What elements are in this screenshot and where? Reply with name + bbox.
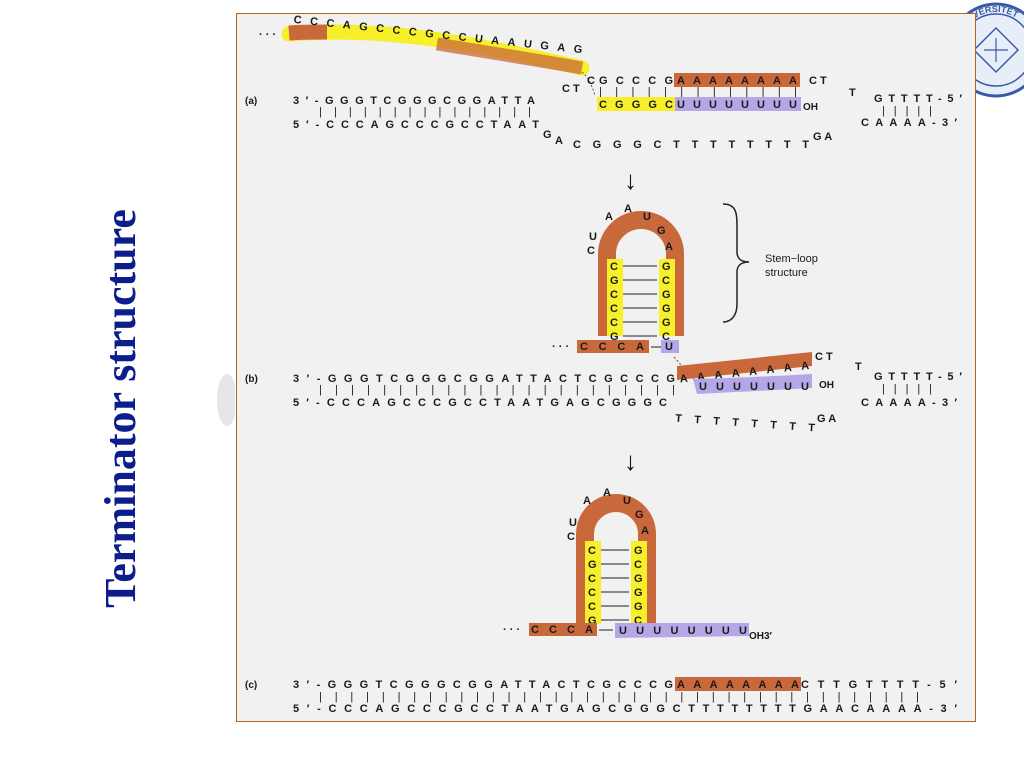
- loop-c-3: A: [583, 495, 591, 507]
- stem-cr-6: C: [634, 615, 642, 627]
- right-stem-c: G C G G G C: [634, 545, 643, 627]
- arrow-down-2: ↓: [624, 446, 637, 476]
- loop-n-6: G: [657, 225, 666, 237]
- dna-top-right-c: CTTGTTTT-5′: [801, 679, 957, 691]
- stem-r-3: G: [662, 289, 671, 301]
- stem-loop-b: U C A A U G A C G C C C G G C G G G C St…: [587, 203, 818, 343]
- rna-prefix-c: · · ·: [503, 624, 520, 636]
- stem-cr-5: G: [634, 601, 643, 613]
- stem-cl-5: C: [588, 601, 596, 613]
- stem-r-2: C: [662, 275, 670, 287]
- dna-bot-left-a: 5′-CCCAGCCCGCCTAAT: [293, 119, 539, 131]
- dna-top-t-b: T: [855, 361, 862, 373]
- dna-bot-ga-a: G A: [813, 131, 832, 143]
- stem-l-1: C: [610, 261, 618, 273]
- dna-top-t-a: T: [849, 87, 856, 99]
- dna-top-ct-b: C T: [815, 351, 833, 363]
- stem-l-5: C: [610, 317, 618, 329]
- rna-oh-b: OH: [819, 380, 834, 391]
- dna-bot-mid-a: CGGGCTTTTTTTT: [573, 139, 809, 151]
- tail-top-ct-a: C T: [562, 83, 580, 95]
- dna-bot-ga-b: G A: [817, 413, 836, 425]
- loop-n-1: U: [589, 231, 597, 243]
- terminator-diagram: · · · CCCAGCCCGCCUAAUGAG C T (a) 3′-GGGT…: [245, 14, 962, 715]
- slide-title-text: Terminator structure: [95, 208, 145, 608]
- loop-c-7: A: [641, 525, 649, 537]
- dna-bot-g-a: G: [543, 129, 552, 141]
- panel-a: · · · CCCAGCCCGCCUAAUGAG C T (a) 3′-GGGT…: [245, 14, 962, 151]
- rna-u1-b: U: [665, 341, 673, 353]
- left-stem-c: C G C C C G: [588, 545, 597, 627]
- stem-cl-1: C: [588, 545, 596, 557]
- figure-panel: · · · CCCAGCCCGCCUAAUGAG C T (a) 3′-GGGT…: [236, 13, 976, 722]
- pairs-right-a: | | | | |: [882, 105, 932, 117]
- stem-l-6: G: [610, 331, 619, 343]
- stem-cl-3: C: [588, 573, 596, 585]
- stem-r-5: G: [662, 317, 671, 329]
- loop-n-3: A: [605, 211, 613, 223]
- stem-l-2: G: [610, 275, 619, 287]
- stem-cl-6: G: [588, 615, 597, 627]
- arrow-down-1: ↓: [624, 165, 637, 195]
- rna-oh-a: OH: [803, 102, 818, 113]
- right-stem-b: G C G G G C: [662, 261, 671, 343]
- stem-l-4: C: [610, 303, 618, 315]
- stem-r-4: G: [662, 303, 671, 315]
- stem-cr-4: G: [634, 587, 643, 599]
- rna-prefix-b: · · ·: [552, 341, 569, 353]
- loop-c-4: A: [603, 487, 611, 499]
- dna-bot-a-a: A: [555, 135, 563, 147]
- dna-bot-left-b: 5′-CCCAGCCCGCCTAATGAGCGGGC: [293, 397, 667, 409]
- pairs-left-a: | | | | | | | | | | | | | | |: [319, 106, 531, 118]
- watermark-mark: [217, 374, 235, 426]
- brace-label-2: structure: [765, 267, 808, 279]
- stem-cr-1: G: [634, 545, 643, 557]
- stem-cl-2: G: [588, 559, 597, 571]
- pairs-left-b: | | | | | | | | | | | | | | | | | | | | …: [319, 384, 675, 396]
- brace-label-1: Stem−loop: [765, 253, 818, 265]
- dna-top-ct-a: C T: [809, 75, 827, 87]
- stem-cl-4: C: [588, 587, 596, 599]
- loop-n-5: U: [643, 211, 651, 223]
- stem-r-6: C: [662, 331, 670, 343]
- rna-prefix-a: · · ·: [259, 29, 276, 41]
- stem-r-1: G: [662, 261, 671, 273]
- dna-top-left-c: 3′-GGGTCGGGCGGATTACTCGCCCG: [293, 679, 673, 691]
- dna-bot-right-a: CAAAA-3′: [861, 117, 957, 129]
- pairs-mid-a: | | | | | | | | | | | | |: [599, 86, 797, 98]
- rna-gc-a: CGGGC: [599, 99, 673, 111]
- stem-cr-2: C: [634, 559, 642, 571]
- loop-c-1: U: [569, 517, 577, 529]
- slide-title: Terminator structure: [95, 158, 145, 658]
- panel-c: (c) 3′-GGGTCGGGCGGATTACTCGCCCG AAAAAAAA …: [245, 677, 957, 715]
- dna-bot-right-b: CAAAA-3′: [861, 397, 957, 409]
- label-b: (b): [245, 374, 258, 385]
- left-stem-b: C G C C C G: [610, 261, 619, 343]
- loop-c-5: U: [623, 495, 631, 507]
- dna-bot-t-b: T T T T T T T T: [675, 413, 816, 435]
- stem-cr-3: G: [634, 573, 643, 585]
- pairs-c: | | | | | | | | | | | | | | | | | | | | …: [319, 691, 919, 703]
- dna-top-right-a: GTTTT-5′: [874, 93, 962, 105]
- loop-c-2: C: [567, 531, 575, 543]
- rna-oh-c: OH3′: [749, 631, 773, 642]
- label-a: (a): [245, 96, 257, 107]
- label-c: (c): [245, 680, 257, 691]
- dna-top-c-a: C: [587, 75, 595, 87]
- dna-top-right-b: GTTTT-5′: [874, 371, 962, 383]
- stem-loop-c: U C A A U G A C G C C C G G C G G G C · …: [503, 487, 773, 642]
- panel-b: · · · CCCA U (b) 3′-GGGTCGGGCGGATTACTCGC…: [245, 340, 962, 434]
- dna-top-gc-a: GCCCG: [599, 75, 673, 87]
- pairs-right-b: | | | | |: [882, 383, 932, 395]
- loop-n-4: A: [624, 203, 632, 215]
- dna-bot-c: 5′-CCCAGCCCGCCTAATGAGCGGGCTTTTTTTTGAACAA…: [293, 703, 957, 715]
- loop-c-6: G: [635, 509, 644, 521]
- loop-n-7: A: [665, 241, 673, 253]
- loop-n-2: C: [587, 245, 595, 257]
- stem-l-3: C: [610, 289, 618, 301]
